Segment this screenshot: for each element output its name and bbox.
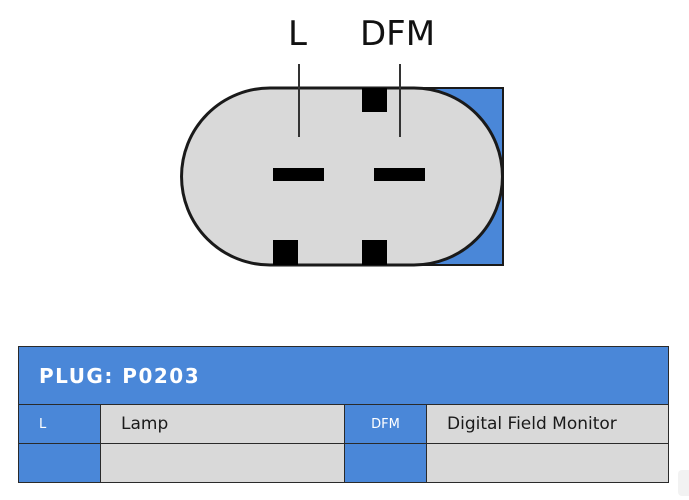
pin-code-cell: DFM bbox=[344, 404, 427, 444]
pin-description-cell bbox=[425, 443, 670, 483]
table-header-row: PLUG: P0203 bbox=[17, 346, 670, 405]
locking-tab-top bbox=[362, 88, 387, 112]
plug-pin-table: PLUG: P0203 L Lamp DFM Digital Field Mon… bbox=[17, 346, 670, 483]
pin-code-cell bbox=[18, 443, 101, 483]
connector-drawing bbox=[180, 64, 504, 267]
connector-body bbox=[180, 86, 504, 267]
plug-title: PLUG: P0203 bbox=[17, 346, 670, 405]
locking-tab-bottom-right bbox=[362, 240, 387, 265]
locking-tab-bottom-left bbox=[273, 240, 298, 265]
pin-code-cell: L bbox=[18, 404, 101, 444]
edge-marker bbox=[678, 470, 689, 496]
pin-description-cell bbox=[100, 443, 345, 483]
table-row bbox=[18, 443, 670, 483]
pin-label-dfm: DFM bbox=[360, 14, 436, 54]
pin-label-l: L bbox=[288, 14, 307, 54]
terminal-dfm bbox=[374, 168, 425, 181]
pin-description-cell: Lamp bbox=[100, 404, 345, 444]
pin-code-cell bbox=[344, 443, 427, 483]
terminal-l bbox=[273, 168, 324, 181]
pin-description-cell: Digital Field Monitor bbox=[425, 404, 670, 444]
table-row: L Lamp DFM Digital Field Monitor bbox=[18, 404, 670, 444]
